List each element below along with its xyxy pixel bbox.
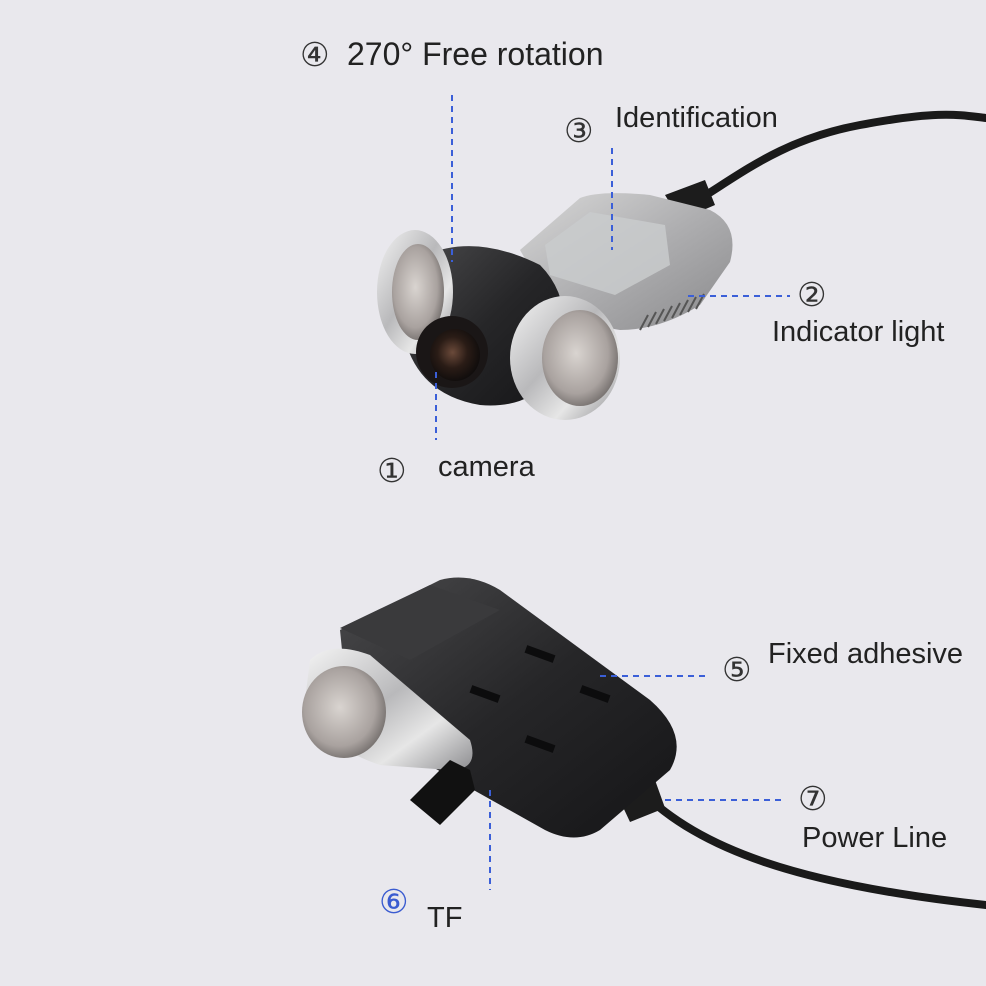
identification-number-badge: ③ — [564, 111, 594, 150]
camera-number-badge: ① — [377, 451, 407, 490]
leader-lines — [435, 95, 790, 890]
indicator-light-label: Indicator light — [772, 316, 945, 348]
dashcam-front-view — [377, 110, 986, 420]
dashcam-back-view — [302, 577, 986, 909]
identification-label: Identification — [615, 102, 778, 134]
tf-number-badge: ⑥ — [379, 882, 409, 921]
adhesive-number-badge: ⑤ — [722, 650, 752, 689]
camera-label: camera — [438, 451, 535, 483]
power-line-label: Power Line — [802, 822, 948, 854]
power-number-badge: ⑦ — [798, 779, 828, 818]
indicator-number-badge: ② — [797, 275, 827, 314]
rotation-label: 270° Free rotation — [347, 36, 604, 72]
tf-label: TF — [427, 902, 463, 934]
fixed-adhesive-label: Fixed adhesive — [768, 638, 964, 670]
rotation-number-badge: ④ — [300, 35, 330, 74]
